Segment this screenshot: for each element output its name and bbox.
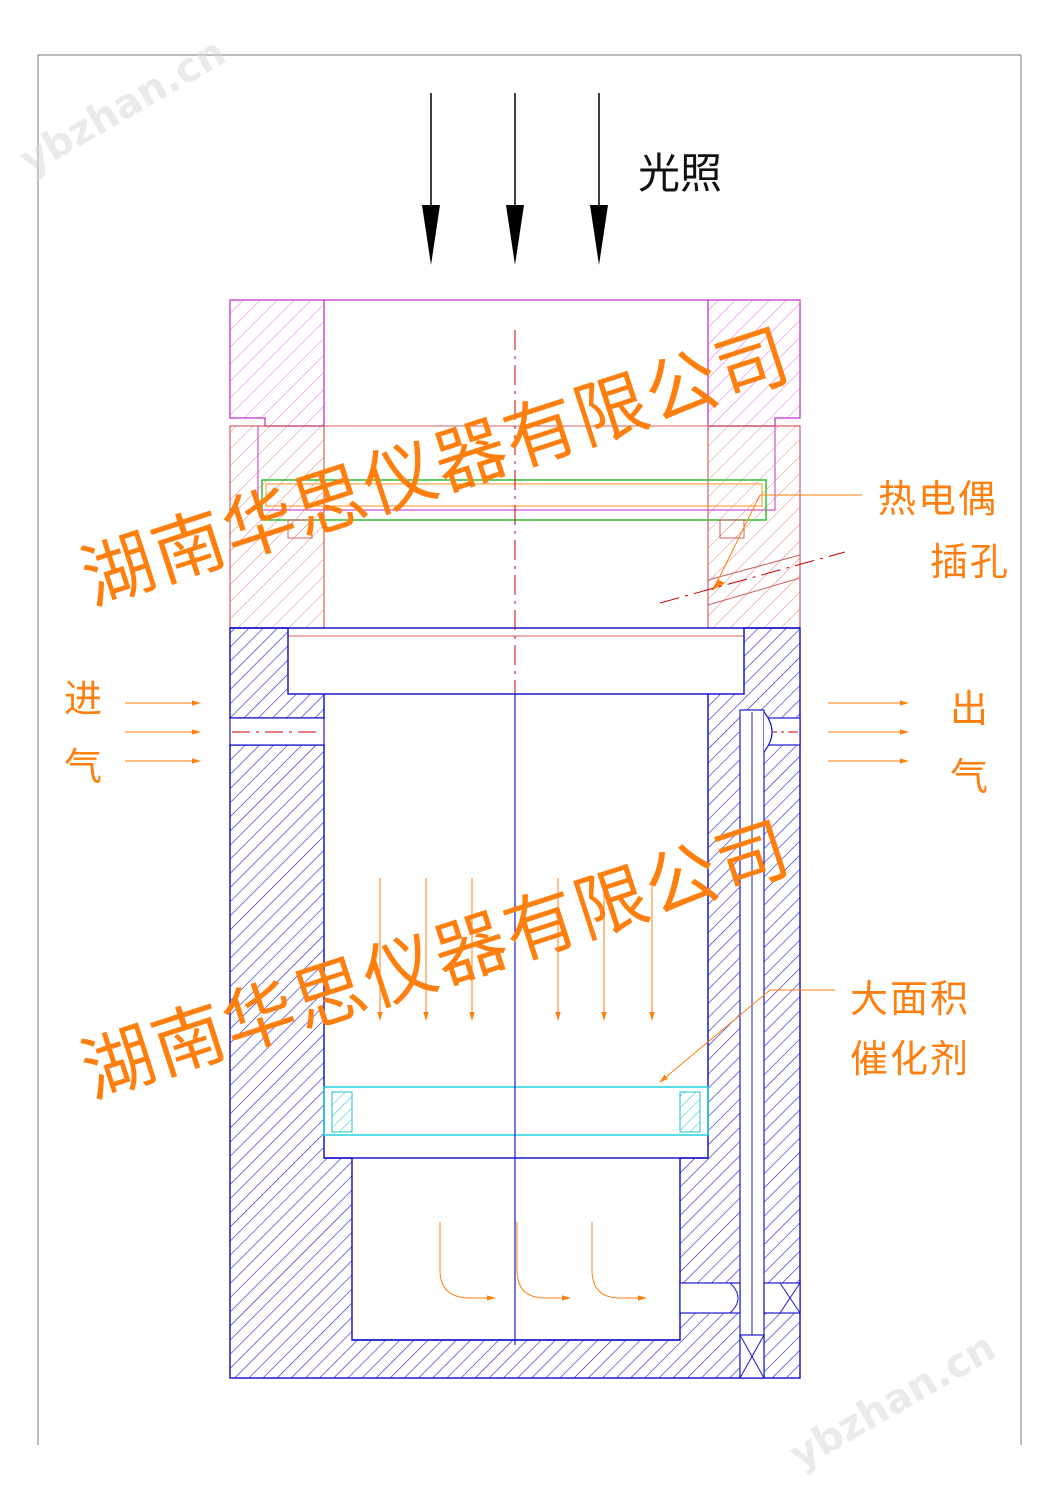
outlet-arrows <box>828 700 909 764</box>
inlet-label-line1: 进 <box>64 677 104 721</box>
internal-light-arrows <box>377 878 655 1021</box>
light-arrow-icon <box>590 205 608 265</box>
thermocouple-label-line2: 插孔 <box>930 540 1010 584</box>
internal-gas-flow-arrows <box>439 1222 647 1301</box>
light-arrows <box>422 93 608 265</box>
callout-leaders <box>659 494 862 1083</box>
catalyst-label-line2: 催化剂 <box>850 1037 970 1081</box>
inlet-arrows <box>125 700 201 764</box>
outlet-label-line1: 出 <box>950 687 990 731</box>
company-watermark-bottom: 湖南华思仪器有限公司 <box>71 806 801 1115</box>
inlet-label-line2: 气 <box>64 745 104 789</box>
middle-flange <box>229 425 801 695</box>
site-watermark-top: ybzhan.cn <box>12 29 234 184</box>
company-watermark-top: 湖南华思仪器有限公司 <box>71 313 801 622</box>
catalyst-holder <box>323 1086 709 1136</box>
reactor-base <box>229 627 801 1379</box>
site-watermarks: ybzhan.cn ybzhan.cn <box>12 29 1004 1479</box>
light-arrow-icon <box>506 205 524 265</box>
company-watermarks: 湖南华思仪器有限公司 湖南华思仪器有限公司 <box>71 313 801 1115</box>
light-label: 光照 <box>638 149 722 198</box>
outlet-label-line2: 气 <box>950 755 990 799</box>
drawing-frame <box>37 54 1022 1445</box>
catalyst-label-line1: 大面积 <box>850 977 970 1021</box>
site-watermark-bottom: ybzhan.cn <box>782 1324 1004 1479</box>
thermocouple-label-line1: 热电偶 <box>878 477 998 521</box>
thermocouple-axis <box>659 551 846 604</box>
light-arrow-icon <box>422 205 440 265</box>
